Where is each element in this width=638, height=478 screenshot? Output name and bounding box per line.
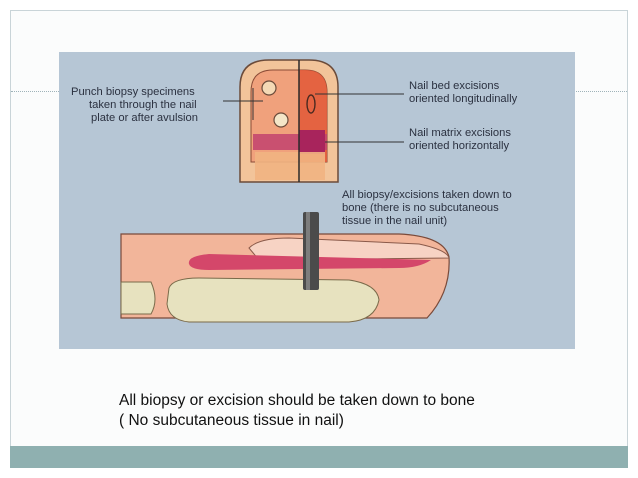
slide-caption: All biopsy or excision should be taken d… [119, 391, 579, 431]
label-line: Nail matrix excisions [409, 127, 511, 139]
label-line: All biopsy/excisions taken down to [342, 189, 512, 201]
label-line: tissue in the nail unit) [342, 215, 448, 227]
label-line: oriented horizontally [409, 140, 510, 152]
label-line: bone (there is no subcutaneous [342, 202, 499, 214]
punch-circle-upper [261, 80, 277, 96]
bone-proximal [120, 281, 156, 315]
matrix-excision [299, 130, 325, 154]
proximal-fold [255, 152, 325, 180]
label-line: Nail bed excisions [409, 80, 500, 92]
label-down-to-bone: All biopsy/excisions taken down to bone … [342, 189, 512, 228]
label-line: Punch biopsy specimens [71, 86, 195, 98]
longitudinal-excision [306, 94, 316, 114]
nail-diagram-svg [120, 59, 450, 323]
bone-distal [166, 277, 380, 323]
nail-biopsy-illustration: Punch biopsy specimens taken through the… [59, 52, 575, 349]
punch-circle-lower [273, 112, 289, 128]
biopsy-punch-cylinder [303, 212, 319, 290]
label-line: oriented longitudinally [409, 93, 518, 105]
nail-plate-side [248, 237, 450, 261]
divider-left [11, 91, 59, 92]
bottom-accent-bar [10, 446, 628, 468]
label-nail-bed-excisions: Nail bed excisions oriented longitudinal… [409, 80, 517, 106]
divider-right [574, 91, 627, 92]
label-line: taken through the nail [89, 99, 197, 111]
caption-line-1: All biopsy or excision should be taken d… [119, 392, 475, 409]
caption-line-2: ( No subcutaneous tissue in nail) [119, 412, 344, 429]
label-nail-matrix-excisions: Nail matrix excisions oriented horizonta… [409, 127, 511, 153]
label-punch-biopsy: Punch biopsy specimens taken through the… [71, 86, 198, 125]
biopsy-punch-highlight [306, 212, 310, 290]
label-line: plate or after avulsion [91, 112, 198, 124]
